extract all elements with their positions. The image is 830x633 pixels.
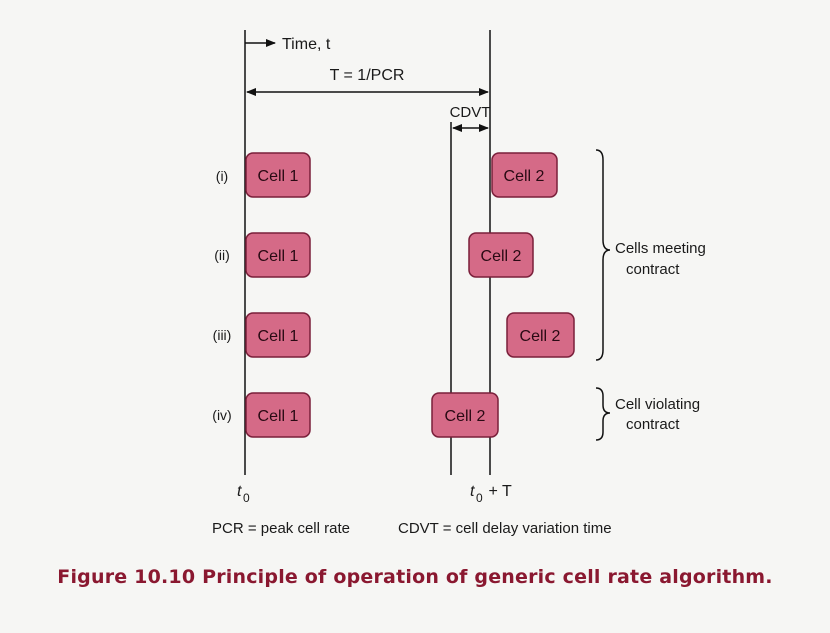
- cell-label: Cell 1: [258, 248, 299, 265]
- cell-1-row-iii: Cell 1: [245, 312, 311, 358]
- cell-1-row-i: Cell 1: [245, 152, 311, 198]
- time-label: Time, t: [282, 36, 331, 53]
- cell-label: Cell 1: [258, 408, 299, 425]
- cell-1-row-ii: Cell 1: [245, 232, 311, 278]
- violating-brace: [595, 387, 611, 441]
- cell-label: Cell 2: [520, 328, 561, 345]
- cell-label: Cell 1: [258, 328, 299, 345]
- t0-axis-label: t 0: [237, 483, 250, 505]
- cell-label: Cell 2: [481, 248, 522, 265]
- cell-2-row-ii: Cell 2: [468, 232, 534, 278]
- svg-text:t: t: [237, 483, 242, 500]
- meeting-label-line2: contract: [626, 261, 680, 278]
- cdvt-label: CDVT: [450, 104, 491, 121]
- row-label-i: (i): [216, 168, 228, 184]
- cell-2-row-i: Cell 2: [491, 152, 558, 198]
- cell-1-row-iv: Cell 1: [245, 392, 311, 438]
- t0-plus-t-axis-label: t 0 + T: [470, 483, 512, 505]
- svg-text:0: 0: [243, 491, 250, 505]
- svg-text:t: t: [470, 483, 475, 500]
- meeting-label-line1: Cells meeting: [615, 240, 706, 257]
- cell-2-row-iii: Cell 2: [506, 312, 575, 358]
- violating-label-line2: contract: [626, 416, 680, 433]
- cdvt-definition: CDVT = cell delay variation time: [398, 520, 612, 537]
- cell-2-row-iv: Cell 2: [431, 392, 499, 438]
- cell-label: Cell 1: [258, 168, 299, 185]
- figure-caption: Figure 10.10 Principle of operation of g…: [57, 566, 773, 588]
- row-label-iv: (iv): [212, 407, 231, 423]
- cell-label: Cell 2: [445, 408, 486, 425]
- svg-text:+ T: + T: [484, 483, 512, 500]
- meeting-brace: [595, 149, 611, 361]
- svg-text:0: 0: [476, 491, 483, 505]
- violating-label-line1: Cell violating: [615, 396, 700, 413]
- row-label-ii: (ii): [214, 247, 230, 263]
- pcr-definition: PCR = peak cell rate: [212, 520, 350, 537]
- period-label: T = 1/PCR: [330, 67, 405, 84]
- row-label-iii: (iii): [213, 327, 232, 343]
- cell-label: Cell 2: [504, 168, 545, 185]
